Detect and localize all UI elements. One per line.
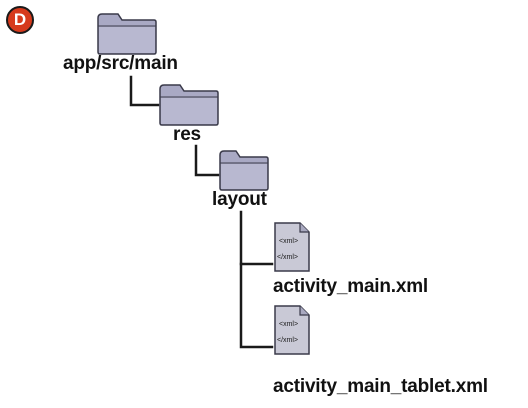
folder-icon [96, 10, 158, 60]
xml-close-tag: </xml> [277, 337, 298, 344]
folder-icon [218, 147, 270, 196]
connector-main-to-res [129, 75, 160, 107]
file-label-activity-main-tablet: activity_main_tablet.xml [273, 376, 488, 397]
xml-close-tag: </xml> [277, 254, 298, 261]
xml-open-tag: <xml> [279, 321, 298, 328]
xml-file-icon: <xml> </xml> [272, 221, 312, 278]
file-label-activity-main: activity_main.xml [273, 276, 429, 297]
folder-label-app-src-main: app/src/main [63, 53, 178, 74]
xml-open-tag: <xml> [279, 238, 298, 245]
folder-icon [158, 81, 220, 131]
folder-label-res: res [173, 124, 201, 145]
folder-label-layout: layout [212, 189, 267, 210]
step-badge: D [6, 6, 34, 34]
xml-file-icon: <xml> </xml> [272, 304, 312, 361]
connector-layout-to-file2 [239, 262, 274, 349]
connector-res-to-layout [194, 144, 220, 177]
connector-layout-to-file1 [239, 210, 274, 266]
